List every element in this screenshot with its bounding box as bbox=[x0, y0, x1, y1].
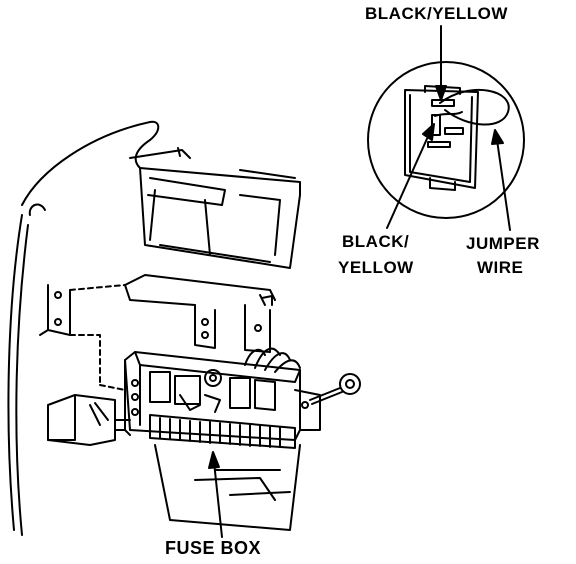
mounting-bolt bbox=[309, 373, 361, 405]
label-fuse-box: FUSE BOX bbox=[165, 538, 262, 558]
leader-lines bbox=[208, 25, 511, 538]
label-black-yellow-top: BLACK/YELLOW bbox=[365, 4, 508, 23]
relay bbox=[47, 394, 131, 446]
label-jumper-line2: WIRE bbox=[477, 258, 524, 277]
label-black-yellow-left-line2: YELLOW bbox=[338, 258, 414, 277]
label-black-yellow-left-line1: BLACK/ bbox=[342, 232, 410, 251]
label-jumper-line1: JUMPER bbox=[466, 234, 540, 253]
fuse-box bbox=[124, 347, 321, 531]
dashboard-outline bbox=[7, 120, 301, 536]
